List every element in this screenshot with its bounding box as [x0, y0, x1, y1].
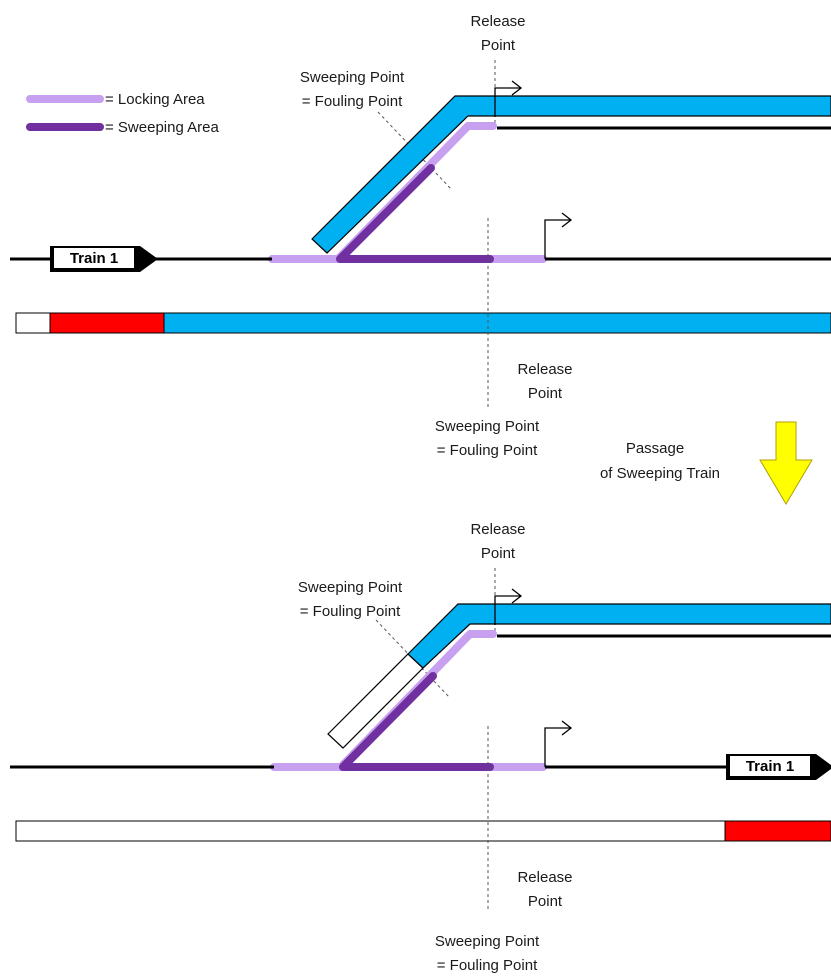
top-sweeping-area	[336, 164, 494, 263]
bottom-sweeping-point-upper-line2: = Fouling Point	[300, 603, 401, 620]
top-sweeping-point-lower-line2: = Fouling Point	[437, 442, 538, 459]
legend-sweeping-label: = Sweeping Area	[105, 119, 219, 136]
legend: = Locking Area = Sweeping Area	[26, 91, 219, 136]
bottom-train-label-box	[730, 756, 810, 776]
bottom-release-point-upper-line2: Point	[481, 545, 516, 562]
bottom-train: Train 1	[726, 754, 831, 780]
top-sweeping-point-lower-line1: Sweeping Point	[435, 418, 540, 435]
top-release-point-lower-line1: Release	[517, 361, 572, 378]
bottom-occupancy-occupied	[724, 820, 831, 842]
bottom-release-point-upper-line1: Release	[470, 521, 525, 538]
top-occupancy-route	[163, 312, 831, 334]
bottom-signal-lower-icon	[544, 720, 573, 767]
transition-label-line1: Passage	[626, 440, 684, 457]
top-train-label-box	[54, 248, 134, 268]
bottom-sweeping-point-upper-line1: Sweeping Point	[298, 579, 403, 596]
bottom-signal-upper-icon	[494, 588, 523, 625]
top-signal-upper-icon	[494, 80, 523, 117]
top-release-point-upper-line1: Release	[470, 13, 525, 30]
top-occupancy-occupied	[49, 312, 165, 334]
top-sweeping-point-upper-line2: = Fouling Point	[302, 93, 403, 110]
top-occupancy-free	[15, 312, 51, 334]
top-release-point-upper-line2: Point	[481, 37, 516, 54]
bottom-upper-route-block	[407, 603, 831, 669]
top-release-point-lower-line2: Point	[528, 385, 563, 402]
bottom-train-label: Train 1	[746, 758, 794, 775]
transition-label-line2: of Sweeping Train	[600, 465, 720, 482]
arrow-down-icon	[759, 421, 813, 505]
transition: Passage of Sweeping Train	[600, 421, 813, 505]
legend-locking-label: = Locking Area	[105, 91, 205, 108]
bottom-panel: Release Point Sweeping Point = Fouling P…	[10, 521, 831, 974]
top-panel: Release Point Sweeping Point = Fouling P…	[10, 13, 831, 459]
top-train-label: Train 1	[70, 250, 118, 267]
bottom-sweeping-point-lower-line2: = Fouling Point	[437, 957, 538, 974]
top-signal-lower-icon	[544, 212, 573, 259]
top-sweeping-point-upper-line1: Sweeping Point	[300, 69, 405, 86]
bottom-sweeping-point-lower-line1: Sweeping Point	[435, 933, 540, 950]
bottom-release-point-lower-line2: Point	[528, 893, 563, 910]
bottom-occupancy-free	[15, 820, 726, 842]
bottom-sweeping-area	[339, 672, 494, 771]
top-upper-route-block	[311, 95, 831, 254]
bottom-release-point-lower-line1: Release	[517, 869, 572, 886]
top-train: Train 1	[50, 246, 158, 272]
